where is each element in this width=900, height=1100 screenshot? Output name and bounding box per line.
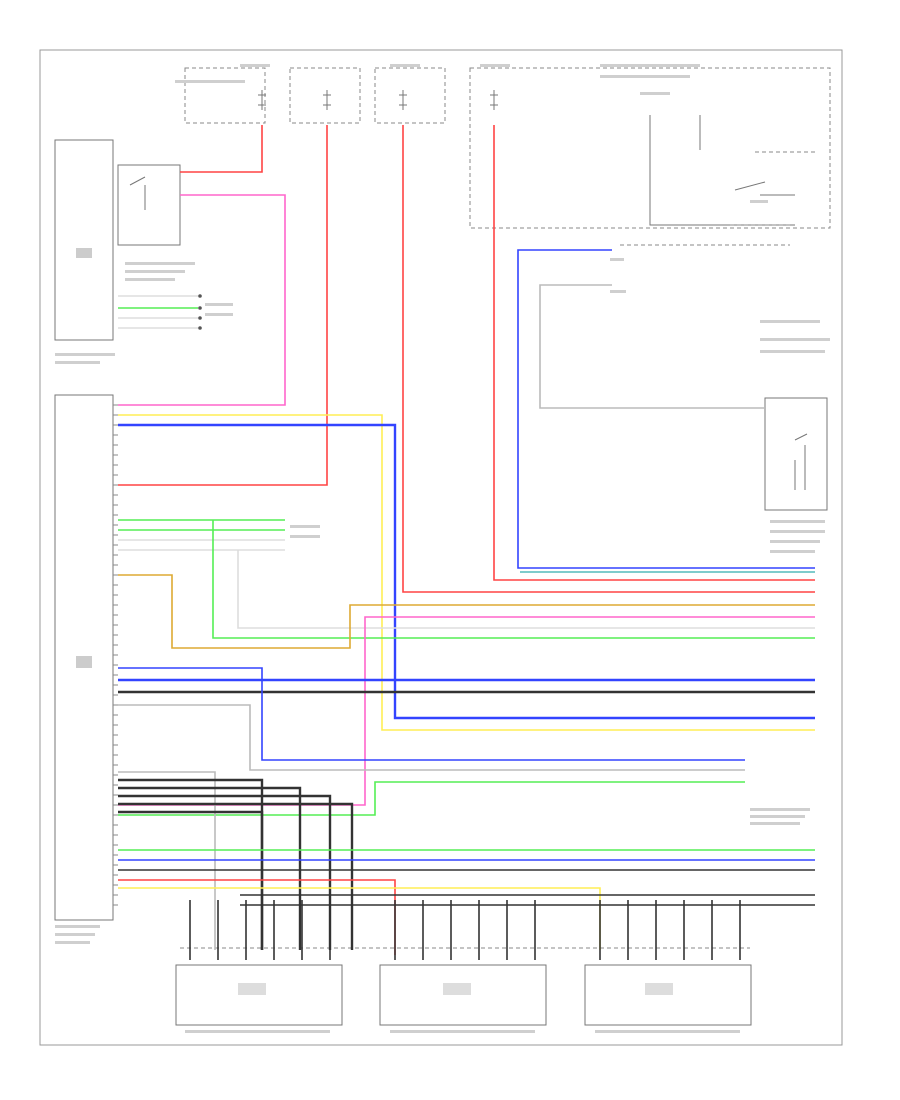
wire-layer	[118, 125, 815, 960]
illegible-label-mark	[290, 525, 320, 528]
connector-dot-b	[198, 306, 202, 310]
illegible-label-mark	[610, 258, 624, 261]
illegible-label-mark	[750, 808, 810, 811]
fuse-symbol-4	[490, 90, 498, 110]
illegible-label-mark	[290, 535, 320, 538]
illegible-label-mark	[760, 350, 825, 353]
central-module-top	[54, 139, 202, 341]
connector-dot-a	[198, 294, 202, 298]
illegible-label-mark	[770, 540, 820, 543]
wire-red-fuse3	[402, 125, 815, 593]
fuse-box-dashes	[620, 151, 815, 246]
wire-blue-bus-4	[118, 667, 745, 761]
actuator-left-label	[238, 983, 266, 995]
wire-grey-fusebox	[539, 284, 765, 409]
illegible-label-mark	[125, 270, 185, 273]
module-box-main	[54, 394, 114, 921]
illegible-label-mark	[610, 290, 626, 293]
illegible-label-mark	[770, 530, 825, 533]
illegible-label-mark	[750, 815, 805, 818]
illegible-label-mark	[55, 925, 100, 928]
bottom-actuators	[175, 947, 752, 1026]
illegible-label-mark	[205, 313, 233, 316]
wire-red-fuse2	[118, 125, 328, 486]
illegible-label-mark	[480, 64, 510, 67]
module-label-top	[76, 248, 92, 258]
illegible-label-mark	[600, 64, 700, 67]
wire-green-bus-5	[118, 781, 745, 816]
switch-box	[764, 397, 828, 511]
fuse-block-group	[184, 67, 831, 246]
actuator-right-label	[645, 983, 673, 995]
actuator-left	[175, 964, 343, 1026]
illegible-label-mark	[760, 338, 830, 341]
illegible-label-mark	[55, 933, 95, 936]
illegible-label-mark	[595, 1030, 740, 1033]
wire-actuator-feed-6	[118, 810, 264, 950]
illegible-label-mark	[125, 262, 195, 265]
illegible-label-mark	[770, 520, 825, 523]
illegible-label-mark	[125, 278, 175, 281]
fuse-symbol-1	[258, 90, 266, 110]
fuse-block-1	[184, 67, 266, 124]
wire-green-down	[212, 520, 815, 639]
fuse-block-3	[374, 67, 446, 124]
fuse-block-4	[469, 67, 831, 229]
illegible-label-mark	[240, 64, 270, 67]
illegible-label-mark	[55, 353, 115, 356]
connector-dot-c	[198, 316, 202, 320]
module-label-main	[76, 656, 92, 668]
electronic-module-main	[54, 394, 114, 921]
fuse-symbol-2	[323, 90, 331, 110]
actuator-right	[584, 964, 752, 1026]
fuse-block-2	[289, 67, 361, 124]
diagram-frame	[39, 49, 843, 1046]
illegible-label-mark	[750, 822, 800, 825]
switch-contact	[794, 433, 808, 490]
wire-grey-down	[237, 550, 815, 629]
wire-orange	[118, 574, 815, 649]
illegible-label-mark	[55, 941, 90, 944]
illegible-label-mark	[390, 64, 420, 67]
actuator-middle	[379, 964, 547, 1026]
illegible-label-mark	[760, 320, 820, 323]
wire-red-fuse1	[180, 125, 263, 173]
wire-actuator-feed-4	[118, 794, 332, 950]
illegible-label-mark	[390, 1030, 535, 1033]
illegible-label-mark	[770, 550, 815, 553]
wire-yellow-main	[118, 414, 815, 731]
illegible-label-mark	[600, 75, 690, 78]
illegible-label-mark	[185, 1030, 330, 1033]
fuse-symbol-3	[399, 90, 407, 110]
wire-actuator-feed-5	[118, 802, 354, 950]
relay-box	[117, 164, 181, 246]
fuse-box-internal-lines	[649, 115, 795, 226]
wire-pink-main	[118, 616, 815, 806]
wire-actuator-feed-3	[118, 786, 302, 950]
actuator-middle-label	[443, 983, 471, 995]
relay-contact	[129, 176, 146, 210]
wire-pink-top	[118, 194, 286, 406]
illegible-label-mark	[205, 303, 233, 306]
wire-blue-light	[517, 249, 815, 569]
pin-ticks	[113, 404, 118, 906]
label-marks	[55, 64, 830, 1033]
illegible-label-mark	[55, 361, 100, 364]
wire-grey-bus-3	[118, 704, 745, 771]
wire-blue-main	[118, 423, 815, 720]
wire-red-fuse4	[493, 125, 815, 581]
wire-actuator-feed-1	[118, 771, 216, 950]
wire-red-low	[118, 879, 396, 955]
illegible-label-mark	[175, 80, 245, 83]
right-switch-component	[764, 397, 828, 511]
illegible-label-mark	[750, 200, 768, 203]
illegible-label-mark	[640, 92, 670, 95]
module-box-top	[54, 139, 114, 341]
connector-dot-d	[198, 326, 202, 330]
